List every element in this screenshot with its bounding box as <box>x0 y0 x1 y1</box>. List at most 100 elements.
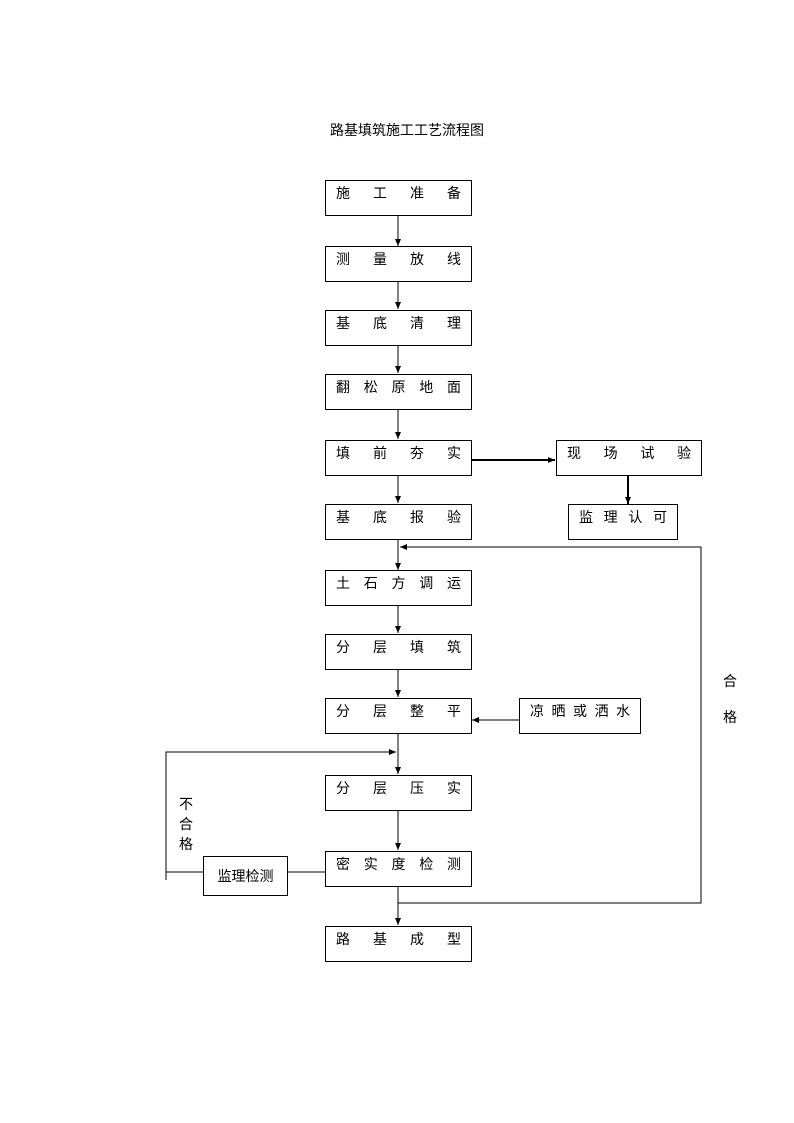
char: 准 <box>410 186 424 202</box>
side-supervisor-check: 监理检测 <box>203 856 288 896</box>
step-base-inspection: 基底报验 <box>325 504 472 540</box>
char: 线 <box>447 252 461 268</box>
char: 现 <box>567 446 581 462</box>
char: 工 <box>373 186 387 202</box>
step-text: 测量放线 <box>336 253 461 267</box>
char: 格 <box>179 837 193 853</box>
step-earthwork-transport: 土石方调运 <box>325 570 472 606</box>
char: 可 <box>652 510 667 526</box>
fail-label: 不合格 <box>178 795 194 855</box>
char: 验 <box>447 510 461 526</box>
char: 原 <box>391 380 406 396</box>
char: 分 <box>336 640 350 656</box>
step-density-test: 密实度检测 <box>325 851 472 887</box>
char: 石 <box>363 576 378 592</box>
char: 清 <box>410 316 424 332</box>
step-text: 施工准备 <box>336 187 461 201</box>
step-layer-fill: 分层填筑 <box>325 634 472 670</box>
char: 验 <box>676 446 691 462</box>
char: 度 <box>391 857 406 873</box>
side-text: 现场试验 <box>567 447 691 461</box>
char: 层 <box>373 640 387 656</box>
fail-loop-line <box>165 749 396 873</box>
side-supervisor-approval: 监理认可 <box>568 504 678 540</box>
char: 夯 <box>410 446 424 462</box>
char: 密 <box>336 857 350 873</box>
char: 压 <box>410 781 424 797</box>
char: 施 <box>336 186 350 202</box>
char: 不 <box>179 797 193 813</box>
char: 理 <box>603 510 618 526</box>
char: 合 <box>179 817 193 833</box>
char: 监 <box>579 510 593 526</box>
step-text: 分层填筑 <box>336 641 461 655</box>
char: 成 <box>410 932 424 948</box>
step-layer-leveling: 分层整平 <box>325 698 472 734</box>
char: 凉 <box>530 704 544 720</box>
side-site-test: 现场试验 <box>556 440 702 476</box>
char: 认 <box>628 510 643 526</box>
char: 场 <box>603 446 618 462</box>
char: 或 <box>573 704 587 720</box>
char: 层 <box>373 781 387 797</box>
step-text: 路基成型 <box>336 933 461 947</box>
char: 填 <box>410 640 424 656</box>
char: 地 <box>419 380 434 396</box>
char: 合 <box>723 674 737 690</box>
step-text: 密实度检测 <box>336 858 461 872</box>
page-title: 路基填筑施工工艺流程图 <box>330 123 484 139</box>
step-pre-fill-compaction: 填前夯实 <box>325 440 472 476</box>
char: 松 <box>363 380 378 396</box>
char: 放 <box>410 252 424 268</box>
char: 报 <box>410 510 424 526</box>
char: 土 <box>336 576 350 592</box>
side-dry-or-water: 凉晒或洒水 <box>519 698 641 734</box>
pass-label: 合格 <box>722 664 738 736</box>
char: 整 <box>410 704 424 720</box>
char: 运 <box>447 576 461 592</box>
char: 层 <box>373 704 387 720</box>
char: 量 <box>373 252 387 268</box>
char: 翻 <box>336 380 350 396</box>
char: 检 <box>419 857 434 873</box>
char: 底 <box>373 510 387 526</box>
char: 平 <box>447 704 461 720</box>
char: 基 <box>373 932 387 948</box>
char: 底 <box>373 316 387 332</box>
side-text: 监理认可 <box>579 511 667 525</box>
char: 格 <box>723 710 737 726</box>
step-text: 分层整平 <box>336 705 461 719</box>
char: 筑 <box>447 640 461 656</box>
char: 实 <box>447 446 461 462</box>
char: 路 <box>336 932 350 948</box>
step-subgrade-formed: 路基成型 <box>325 926 472 962</box>
step-text: 基底清理 <box>336 317 461 331</box>
char: 备 <box>447 186 461 202</box>
char: 基 <box>336 510 350 526</box>
step-base-clearing: 基底清理 <box>325 310 472 346</box>
char: 基 <box>336 316 350 332</box>
side-text: 凉晒或洒水 <box>530 705 630 719</box>
char: 洒 <box>594 704 609 720</box>
char: 测 <box>447 857 461 873</box>
step-text: 基底报验 <box>336 511 461 525</box>
char: 方 <box>391 576 406 592</box>
char: 试 <box>640 446 655 462</box>
char: 面 <box>447 380 461 396</box>
char: 型 <box>447 932 461 948</box>
step-text: 填前夯实 <box>336 447 461 461</box>
step-text: 翻松原地面 <box>336 381 461 395</box>
char: 填 <box>336 446 350 462</box>
step-text: 分层压实 <box>336 782 461 796</box>
char: 测 <box>336 252 350 268</box>
step-survey-layout: 测量放线 <box>325 246 472 282</box>
char: 分 <box>336 781 350 797</box>
char: 晒 <box>551 704 566 720</box>
char: 分 <box>336 704 350 720</box>
step-loosen-ground: 翻松原地面 <box>325 374 472 410</box>
char: 前 <box>373 446 387 462</box>
step-layer-compaction: 分层压实 <box>325 775 472 811</box>
step-text: 土石方调运 <box>336 577 461 591</box>
char: 调 <box>419 576 434 592</box>
